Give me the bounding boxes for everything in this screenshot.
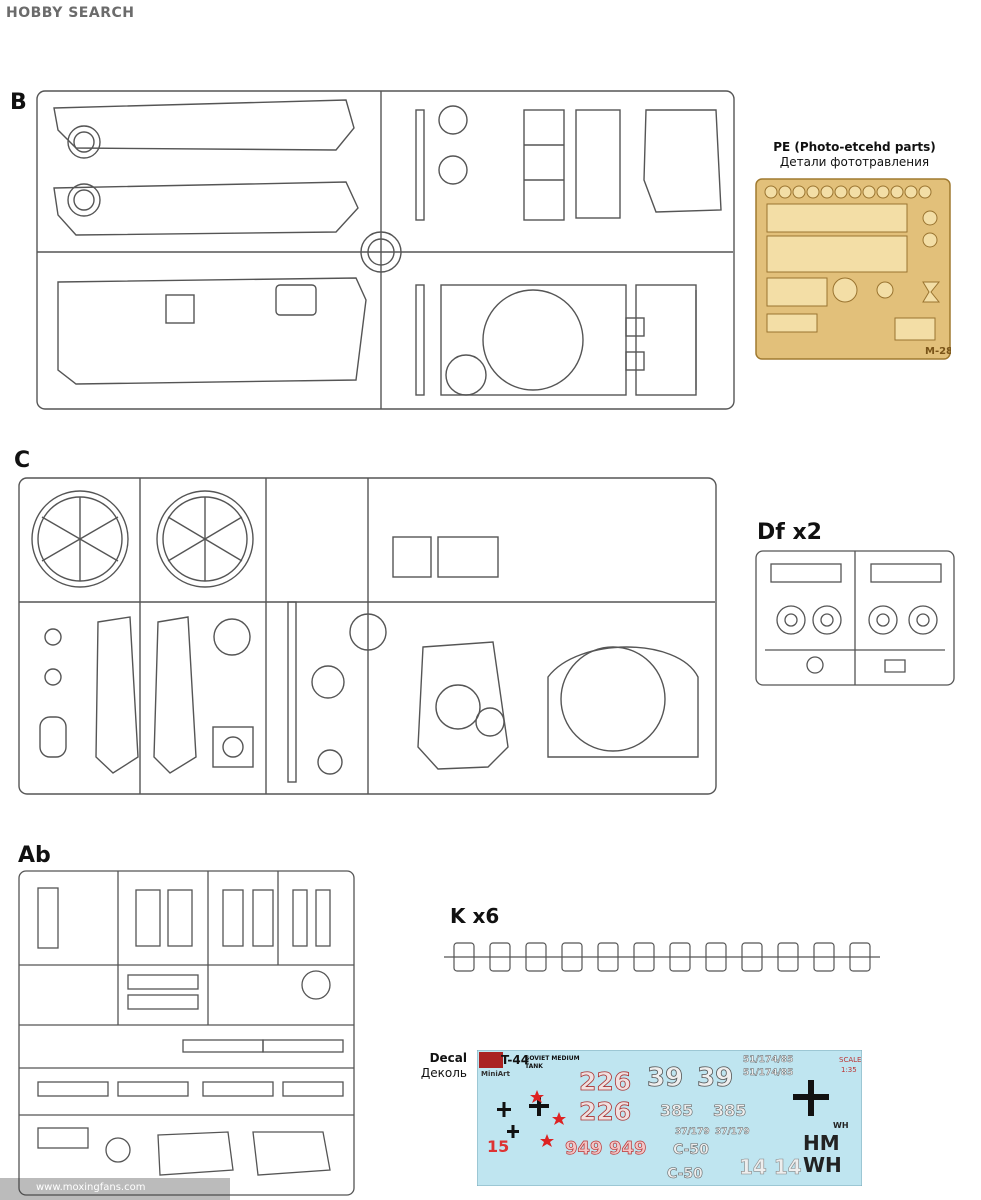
decal-385-a: 385 — [660, 1101, 693, 1120]
section-label-ab: Ab — [18, 843, 51, 868]
decal-scale-label: SCALE — [839, 1056, 861, 1064]
decal-226-a: 226 — [579, 1067, 631, 1096]
decal-sheet: MiniArt T-44 SOVIET MEDIUM TANK 226 226 … — [477, 1050, 862, 1186]
watermark: www.moxingfans.com — [0, 1178, 230, 1200]
decal-c50-b: C-50 — [667, 1166, 703, 1182]
decal-949-b: 949 — [609, 1138, 647, 1159]
decal-c50-a: C-50 — [673, 1142, 709, 1158]
sprue-df — [755, 550, 955, 686]
section-label-df: Df x2 — [757, 520, 822, 545]
decal-226-b: 226 — [579, 1097, 631, 1126]
decal-serial-4: 37/179 — [715, 1127, 750, 1137]
decal-hm: HM — [803, 1131, 840, 1155]
pe-subtitle: Детали фототравления — [779, 155, 930, 169]
decal-385-b: 385 — [713, 1101, 746, 1120]
pe-rings — [764, 185, 932, 199]
sprue-b — [36, 90, 735, 410]
pe-title: PE (Photo-etcehd parts) — [773, 140, 936, 154]
decal-model: T-44 — [501, 1053, 529, 1067]
sprue-c — [18, 477, 717, 795]
decal-949-a: 949 — [565, 1138, 603, 1159]
pe-fret: M-28 — [755, 178, 951, 360]
decal-wh-small: WH — [833, 1121, 849, 1130]
decal-crosses — [497, 1080, 829, 1138]
decal-serial-1: 51/174/85 — [743, 1055, 793, 1065]
decal-serial-2: 51/174/85 — [743, 1068, 793, 1078]
track-links-k — [444, 942, 880, 972]
decal-39-a: 39 — [647, 1063, 683, 1093]
pe-caption: PE (Photo-etcehd parts) Детали фототравл… — [772, 140, 937, 170]
section-label-k: K x6 — [450, 904, 500, 928]
decal-serial-3: 37/179 — [675, 1127, 710, 1137]
sprue-ab — [18, 870, 355, 1196]
logo-text: HOBBY SEARCH — [6, 5, 135, 21]
decal-desc2: TANK — [525, 1063, 543, 1070]
section-label-c: C — [14, 448, 31, 473]
decal-wh: WH — [803, 1153, 842, 1177]
section-label-b: B — [10, 90, 27, 115]
decal-15: 15 — [487, 1137, 509, 1156]
decal-caption: Decal Деколь — [400, 1051, 467, 1081]
decal-1414: 14 14 — [739, 1155, 802, 1179]
decal-stars — [530, 1090, 566, 1147]
decal-brand: MiniArt — [481, 1070, 511, 1078]
site-logo: HOBBY SEARCH — [6, 5, 134, 21]
pe-code: M-28 — [925, 346, 951, 357]
decal-desc1: SOVIET MEDIUM — [525, 1055, 580, 1062]
decal-brand-box — [479, 1052, 503, 1068]
decal-scale-value: 1:35 — [841, 1066, 857, 1074]
decal-39-b: 39 — [697, 1063, 733, 1093]
decal-title: Decal — [429, 1051, 467, 1065]
decal-subtitle: Деколь — [420, 1066, 467, 1080]
